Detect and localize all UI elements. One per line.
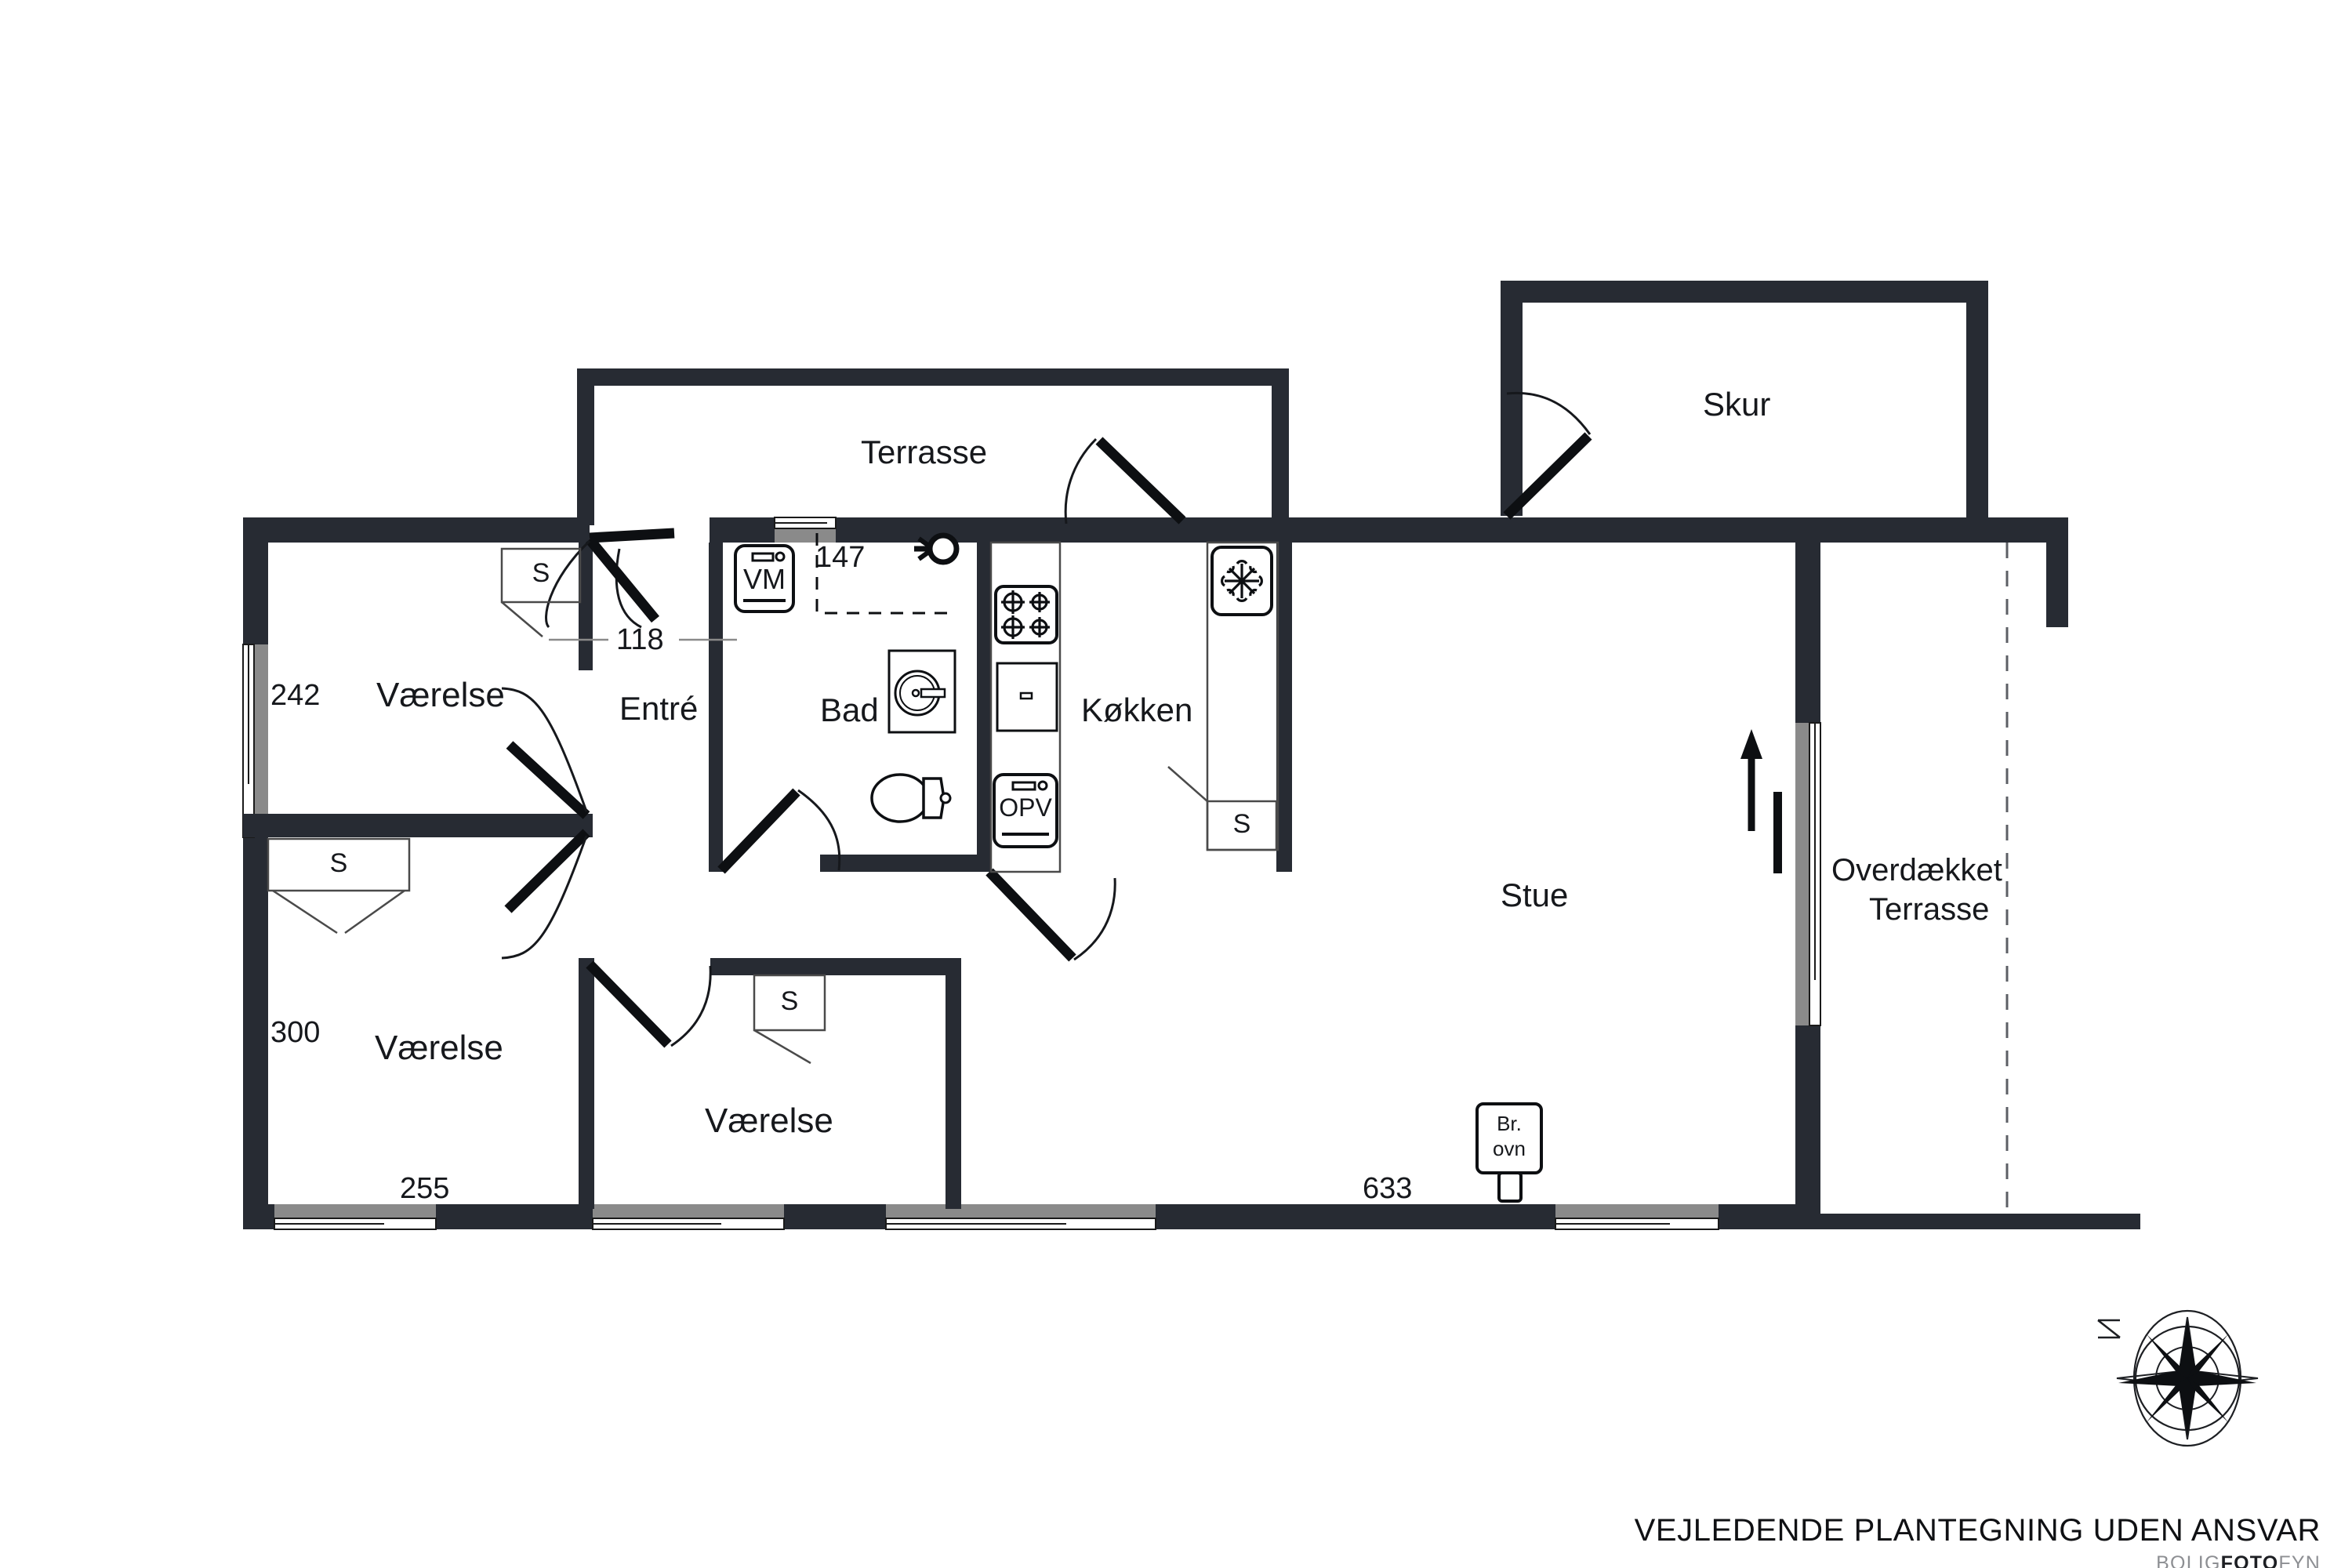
door-vaerelse-bot-mid: [586, 960, 712, 1048]
bathroom-sink-icon: [887, 649, 956, 734]
cooktop-icon: [994, 585, 1058, 644]
room-label-kokken: Køkken: [1081, 691, 1193, 728]
wood-stove-label-line1: Br.: [1497, 1112, 1522, 1135]
door-kokken-stue: [985, 868, 1116, 962]
toilet-icon: [870, 773, 952, 823]
wall-stue-terrasse-upper: [1795, 543, 1820, 723]
room-label-terrasse: Terrasse: [861, 434, 988, 470]
room-label-vaerelse-top-left: Værelse: [376, 676, 505, 714]
wall-between-left-rooms: [243, 814, 593, 837]
door-terrasse-kokken: [1064, 437, 1186, 524]
door-vaerelse-top-left: [545, 535, 660, 629]
dimension-300: 300: [270, 1016, 321, 1049]
wall-bad-kokken: [977, 543, 991, 872]
wall-entre-bad: [709, 543, 723, 872]
closet-box-vaerelse-left-mid: [267, 837, 411, 935]
dimension-255: 255: [400, 1172, 450, 1205]
kitchen-sink-icon: [996, 662, 1058, 732]
door-vaerelse-topleft-entre: [501, 687, 590, 819]
window-left-wall: [242, 644, 268, 838]
room-label-overdaekket-terrasse-line1: Overdækket: [1831, 853, 2002, 887]
wall-vaerelse-entre-upper: [579, 543, 593, 670]
closet-label-kokken-stue: S: [1232, 809, 1251, 839]
wall-stue-terrasse-lower: [1795, 1025, 1820, 1229]
footer-disclaimer: VEJLEDENDE PLANTEGNING UDEN ANSVAR: [1634, 1513, 2321, 1548]
wall-vaerelse-mid-right: [946, 958, 961, 1209]
door-bad: [717, 788, 841, 874]
wood-stove-label-line2: ovn: [1493, 1137, 1526, 1160]
room-label-vaerelse-bot-mid: Værelse: [705, 1102, 833, 1140]
dimension-118: 118: [616, 623, 664, 656]
washing-machine-label: VM: [743, 563, 786, 595]
wall-vaerelse-mid-top: [710, 958, 961, 975]
dimension-633: 633: [1363, 1172, 1413, 1205]
dishwasher-label: OPV: [999, 793, 1052, 822]
window-bottom-stue-right: [1555, 1204, 1719, 1230]
window-bottom-stue-left: [885, 1204, 1156, 1230]
wall-vaerelse-mid-left: [579, 958, 594, 1209]
brand-prefix: BOLIG: [2156, 1552, 2221, 1568]
brand-strong: FOTO: [2220, 1552, 2279, 1568]
north-arrow: [1740, 729, 1782, 873]
washing-machine-icon: [734, 544, 795, 613]
refrigerator-icon: [1210, 546, 1273, 616]
closet-label-vaerelse-bot-mid: S: [780, 986, 799, 1016]
wall-kokken-stue: [1276, 543, 1292, 872]
closet-label-vaerelse-left-mid: S: [329, 848, 348, 878]
room-label-skur: Skur: [1703, 386, 1771, 423]
overdaekket-terrasse-outline: [1811, 517, 2140, 1229]
door-skur: [1503, 391, 1592, 520]
window-top-bad: [774, 517, 837, 543]
kokken-counter-column: [989, 541, 1062, 873]
room-label-bad: Bad: [820, 691, 879, 728]
window-bottom-vaerelse-left: [274, 1204, 437, 1230]
skur-walls: [1501, 281, 1988, 517]
brand-suffix: FYN: [2278, 1552, 2321, 1568]
room-label-stue: Stue: [1501, 877, 1569, 913]
room-label-entre: Entré: [619, 690, 699, 727]
shower-area-dashed: [815, 533, 947, 615]
kitchen-counter-strip: [1206, 541, 1279, 851]
closet-box-vaerelse-top-left: [500, 547, 582, 637]
shower-head-icon: [914, 532, 960, 565]
wood-stove-icon: [1475, 1102, 1543, 1203]
room-label-vaerelse-bot-left: Værelse: [375, 1029, 503, 1067]
dimension-147: 147: [815, 541, 866, 574]
room-label-overdaekket-terrasse-line2: Terrasse: [1869, 892, 1990, 927]
dimension-242: 242: [270, 679, 321, 712]
wall-top-left-wing: [243, 517, 588, 543]
closet-label-vaerelse-top-left: S: [532, 558, 550, 588]
brand-logo: BOLIGFOTOFYN: [1599, 1552, 2321, 1568]
wall-top-stue-right: [1807, 517, 2046, 543]
wall-bad-bottom: [820, 855, 991, 872]
door-vaerelse-botleft-entre: [501, 829, 590, 960]
patio-door-stue-right: [1795, 722, 1821, 1026]
compass-rose: [2097, 1309, 2259, 1447]
door-entre-top: [589, 528, 675, 629]
terrasse-walls: [577, 368, 1289, 525]
wall-exterior-left: [243, 517, 268, 1229]
dishwasher-icon: [993, 773, 1058, 848]
closet-box-vaerelse-bot-mid: [753, 974, 826, 1065]
window-bottom-vaerelse-mid: [592, 1204, 785, 1230]
